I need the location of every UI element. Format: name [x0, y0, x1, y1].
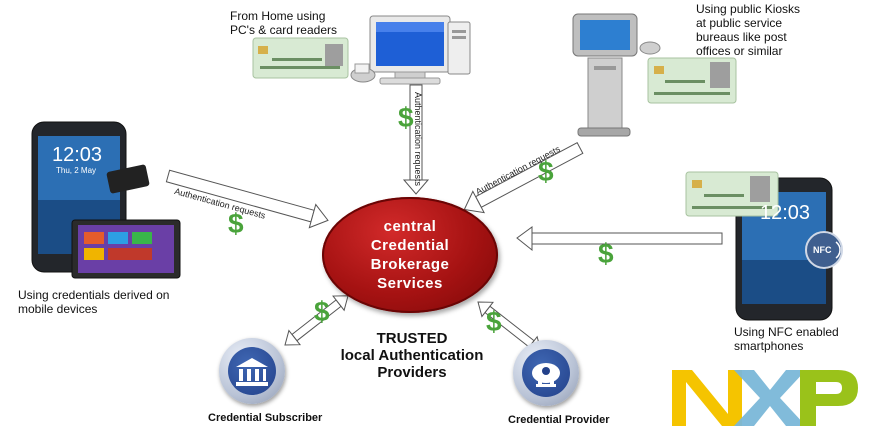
- nfc-phone-time: 12:03: [760, 202, 811, 224]
- arrow-top-label: Authentication requests: [413, 92, 423, 187]
- id-card-home: [252, 37, 349, 79]
- hub-line-2: Credential: [370, 237, 450, 254]
- hub-line-1: central: [383, 218, 437, 235]
- arrow-top: [402, 84, 430, 195]
- hub-line-3: Brokerage: [370, 256, 450, 273]
- nfc-tag-icon: [106, 164, 150, 194]
- nfc-badge-label: NFC: [813, 245, 832, 255]
- dollar-left: $: [228, 208, 244, 239]
- kiosk-icon: [572, 13, 661, 137]
- hub-line-4: Services: [377, 275, 443, 292]
- bank-icon: [228, 347, 276, 395]
- label-credential-subscriber: Credential Subscriber: [208, 412, 323, 424]
- label-home: From Home using PC's & card readers: [230, 9, 337, 37]
- trusted-providers-caption: TRUSTED local Authentication Providers: [322, 330, 502, 381]
- nxp-logo: [672, 370, 858, 426]
- trusted-line-1: TRUSTED: [376, 330, 448, 347]
- id-card-nfc: [685, 171, 779, 217]
- arrow-kiosk: [463, 142, 584, 214]
- desktop-pc-icon: [369, 15, 471, 85]
- label-credential-provider: Credential Provider: [508, 414, 610, 426]
- dollar-right: $: [598, 238, 614, 269]
- arrow-hub-subscriber: [284, 295, 349, 346]
- arrow-left: [165, 169, 329, 229]
- nfc-symbol-icon: [805, 231, 847, 269]
- dollar-top: $: [398, 102, 414, 133]
- label-nfc: Using NFC enabled smartphones: [734, 325, 839, 353]
- trusted-line-2: local Authentication: [340, 347, 484, 364]
- label-mobile: Using credentials derived on mobile devi…: [18, 288, 170, 316]
- dollar-provider: $: [486, 306, 502, 337]
- phone-date: Thu, 2 May: [56, 166, 97, 175]
- card-reader-icon: [350, 63, 376, 83]
- central-brokerage-hub: central Credential Brokerage Services: [322, 197, 498, 313]
- id-card-kiosk: [647, 57, 737, 104]
- phone-time: 12:03: [52, 144, 103, 166]
- dollar-kiosk: $: [538, 156, 554, 187]
- credential-subscriber-badge: [219, 338, 285, 404]
- tablet-icon: [71, 219, 181, 279]
- dollar-subscriber: $: [314, 296, 330, 327]
- label-kiosk: Using public Kiosks at public service bu…: [696, 2, 801, 58]
- credential-provider-badge: [513, 340, 579, 406]
- arrow-right: [516, 226, 723, 252]
- piggy-bank-icon: [522, 349, 570, 397]
- trusted-line-3: Providers: [377, 364, 447, 381]
